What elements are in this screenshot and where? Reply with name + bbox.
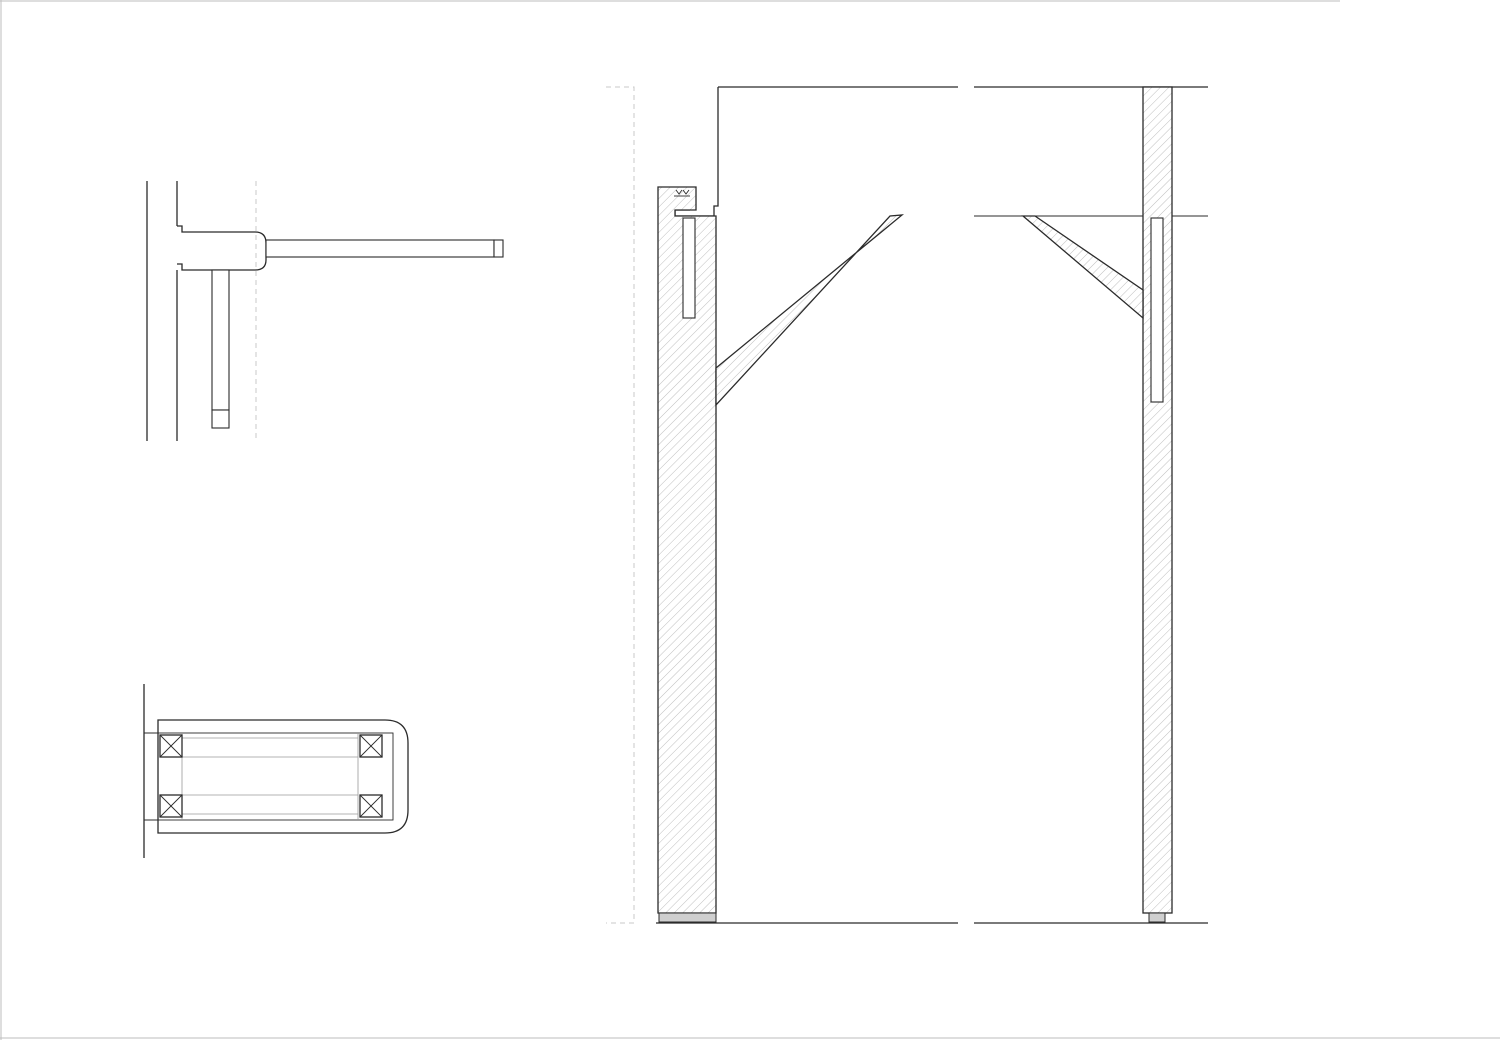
horizontal-arm: [265, 239, 495, 258]
corner-block: [159, 794, 183, 818]
right-brace: [1021, 215, 1144, 320]
vertical-leg: [211, 269, 230, 411]
left-foot: [658, 912, 717, 923]
left-brace: [715, 214, 905, 407]
front-elevation-view: [606, 86, 1208, 924]
fixing-marks: [674, 189, 690, 197]
horizontal-arm-cap: [493, 239, 504, 258]
right-foot: [1148, 912, 1166, 923]
vertical-leg-cap: [211, 409, 230, 429]
corner-block: [159, 734, 183, 758]
right-upright: [1142, 86, 1173, 914]
left-slot: [682, 217, 696, 319]
right-slot: [1150, 217, 1164, 403]
corner-block: [359, 734, 383, 758]
corner-block: [359, 794, 383, 818]
side-detail-view: [146, 181, 504, 441]
plan-detail-view: [143, 684, 409, 858]
